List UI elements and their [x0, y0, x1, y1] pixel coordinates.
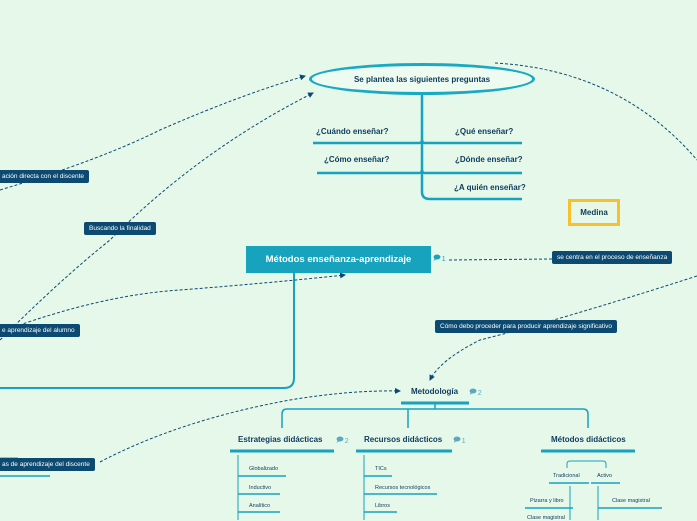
recurso-item-3[interactable]: Libros	[375, 503, 390, 509]
comment-icon: 🗩	[433, 255, 441, 262]
central-comment-badge[interactable]: 🗩 1	[433, 254, 446, 265]
question-que[interactable]: ¿Qué enseñar?	[455, 127, 514, 136]
tag-finalidad[interactable]: Buscando la finalidad	[84, 222, 156, 235]
recursos-comment-count: 1	[461, 438, 466, 445]
central-comment-count: 1	[441, 256, 446, 263]
root-question-node[interactable]: Se plantea las siguientes preguntas	[309, 63, 535, 95]
metodo-activo[interactable]: Activo	[597, 473, 612, 479]
estrategia-item-2[interactable]: Inductivo	[249, 485, 272, 491]
tag-proceso[interactable]: se centra en el proceso de enseñanza	[552, 251, 673, 264]
metodologia-comment-count: 2	[477, 390, 482, 397]
estrategias-node[interactable]: Estrategias didácticas	[238, 435, 323, 444]
central-down-connector	[0, 273, 295, 389]
medina-label: Medina	[580, 208, 608, 217]
central-topic-title: Métodos enseñanza-aprendizaje	[265, 254, 412, 265]
recurso-item-2[interactable]: Recursos tecnológicos	[375, 485, 431, 491]
tag-estilos[interactable]: as de aprendizaje del discente	[0, 458, 95, 471]
question-quien[interactable]: ¿A quién enseñar?	[454, 183, 526, 192]
metodos-node[interactable]: Métodos didácticos	[551, 435, 626, 444]
comment-icon: 🗩	[453, 437, 461, 444]
estrategia-item-1[interactable]: Globalizado	[249, 466, 279, 472]
recursos-comment-badge[interactable]: 🗩 1	[453, 436, 466, 447]
medina-node[interactable]: Medina	[568, 199, 620, 226]
activo-item-1[interactable]: Clase magistral	[612, 498, 650, 504]
tradicional-item-2[interactable]: Clase magistral	[527, 515, 565, 521]
metodologia-connectors	[0, 401, 662, 520]
estrategia-item-3[interactable]: Analítico	[249, 503, 271, 509]
metodo-tradicional[interactable]: Tradicional	[553, 473, 580, 479]
tradicional-item-1[interactable]: Pizarra y libro	[530, 498, 564, 504]
estrategias-comment-count: 2	[344, 438, 349, 445]
root-question-label: Se plantea las siguientes preguntas	[353, 74, 491, 84]
recurso-item-1[interactable]: TICs	[375, 466, 387, 472]
recursos-node[interactable]: Recursos didácticos	[364, 435, 443, 444]
question-donde[interactable]: ¿Dónde enseñar?	[455, 155, 523, 164]
comment-icon: 🗩	[336, 437, 344, 444]
tag-relacion[interactable]: ación directa con el discente	[0, 170, 90, 183]
metodologia-comment-badge[interactable]: 🗩 2	[469, 388, 482, 399]
comment-icon: 🗩	[469, 389, 477, 396]
tag-aprendizaje[interactable]: e aprendizaje del alumno	[0, 324, 80, 337]
estrategias-comment-badge[interactable]: 🗩 2	[336, 436, 349, 447]
metodologia-node[interactable]: Metodología	[411, 387, 459, 396]
question-como[interactable]: ¿Cómo enseñar?	[324, 155, 390, 164]
question-connectors	[313, 95, 522, 201]
tag-proceder[interactable]: Cómo debo proceder para producir aprendi…	[435, 320, 617, 333]
central-topic[interactable]: Métodos enseñanza-aprendizaje	[246, 246, 431, 273]
question-cuando[interactable]: ¿Cuándo enseñar?	[316, 127, 389, 136]
